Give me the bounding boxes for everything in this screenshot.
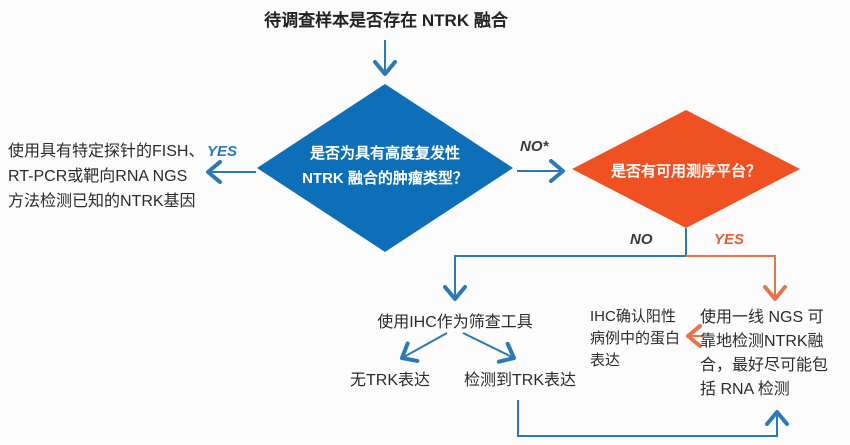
ngs-first-line-text: 使用一线 NGS 可 靠地检测NTRK融 合，最好尽可能包 括 RNA 检测 [700, 306, 828, 402]
ihc-confirm-text: IHC确认阳性 病例中的蛋白 表达 [590, 306, 680, 372]
arrow-trk-detected-to-ngs-block [517, 400, 789, 437]
label-yes-left: YES [207, 143, 238, 160]
orange-diamond-question: 是否有可用测序平台？ [610, 163, 761, 180]
ihc-screening-text: 使用IHC作为筛查工具 [377, 314, 533, 331]
fish-method-line2: RT-PCR或靶向RNA NGS [8, 168, 188, 185]
ngs-line1: 使用一线 NGS 可 [700, 309, 824, 326]
trk-detected-text: 检测到TRK表达 [463, 372, 576, 389]
label-no-star: NO* [520, 138, 549, 155]
label-no-down: NO [630, 231, 653, 248]
blue-diamond-question-line2: NTRK 融合的肿瘤类型？ [302, 170, 468, 187]
ihc-confirm-line1: IHC确认阳性 [590, 308, 676, 325]
fish-method-line1: 使用具有特定探针的FISH、 [8, 143, 205, 160]
arrow-yes-to-ngs-block [686, 255, 787, 301]
arrow-ihc-to-no-trk [400, 332, 448, 363]
flow-title: 待调查样本是否存在 NTRK 融合 [264, 11, 508, 30]
blue-diamond-question-line1: 是否为具有高度复发性 [309, 145, 460, 162]
blue-diamond-question: 是否为具有高度复发性 NTRK 融合的肿瘤类型？ [275, 141, 495, 191]
ngs-line3: 合，最好尽可能包 [700, 357, 829, 374]
arrow-no-to-ihc-screening [443, 228, 687, 301]
fish-method-line3: 方法检测已知的NTRK基因 [8, 193, 196, 210]
ihc-confirm-line2: 病例中的蛋白 [590, 330, 681, 347]
blue-decision-diamond [257, 84, 513, 252]
arrow-ihc-to-trk-detected [462, 332, 516, 364]
ihc-confirm-line3: 表达 [590, 352, 621, 369]
ngs-line2: 靠地检测NTRK融 [700, 333, 824, 350]
label-yes-down: YES [714, 231, 745, 248]
no-trk-expression-text: 无TRK表达 [349, 372, 430, 389]
ngs-line4: 括 RNA 检测 [700, 381, 790, 398]
orange-decision-diamond [572, 110, 800, 228]
fish-method-text: 使用具有特定探针的FISH、 RT-PCR或靶向RNA NGS 方法检测已知的N… [8, 139, 204, 214]
